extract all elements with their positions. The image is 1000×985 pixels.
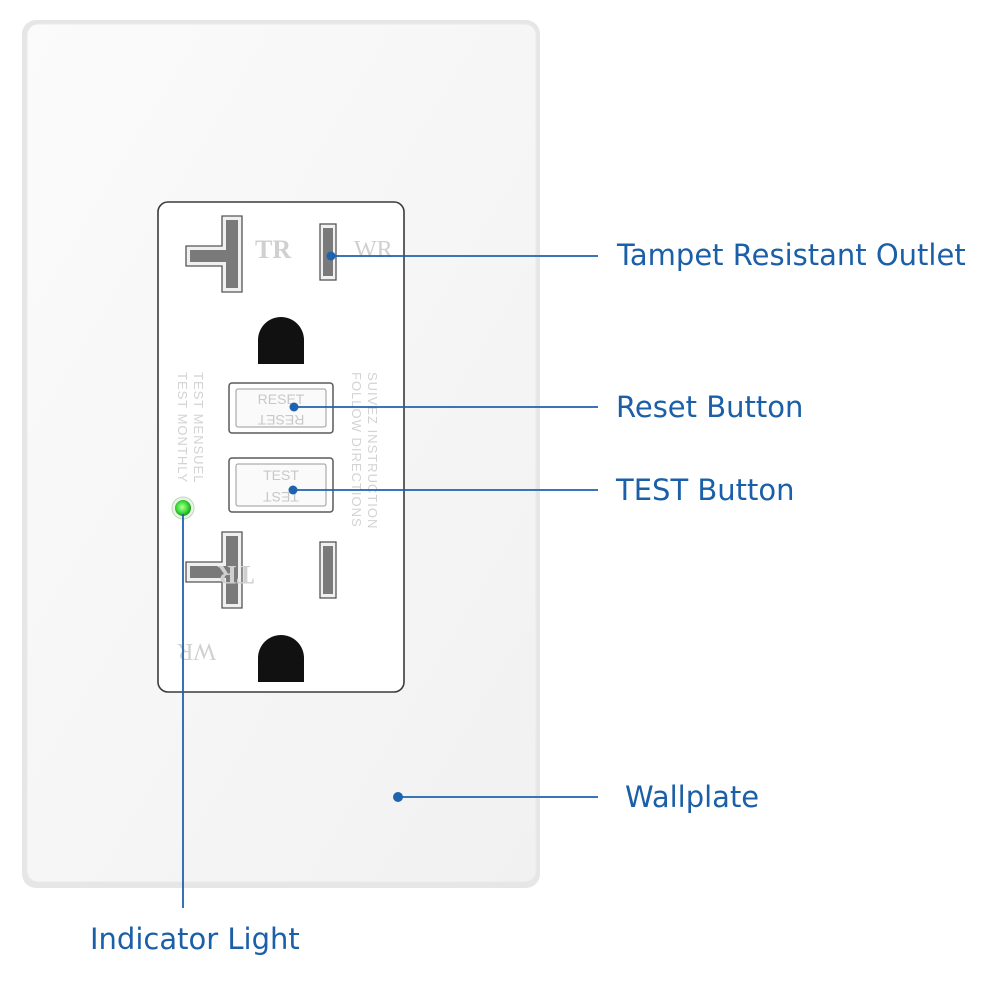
reset-button-cap[interactable] [235,388,327,428]
reset-label: Reset Button [616,390,804,424]
hot-slot-inner-lower [323,546,333,594]
neutral-slot-inner-lower [226,536,238,604]
ground-hole-lower [258,635,304,682]
test-button-cap[interactable] [235,463,327,507]
hot-slot-inner [323,228,333,276]
leader-lines [182,251,598,908]
outlet-label: Tampet Resistant Outlet [617,238,966,272]
left-engraving-2: TEST MENSUEL [191,372,206,483]
tr-mark-lower: TR [218,560,254,589]
dot-icon [326,251,336,261]
test-button-text: TEST [263,467,299,483]
led-dot-icon [175,500,191,516]
dot-icon [393,792,403,802]
indicator-label: Indicator Light [90,922,300,956]
neutral-slot-inner [226,220,238,288]
test-label: TEST Button [616,473,795,507]
dot-icon [288,485,298,495]
right-engraving-2: SUIVEZ INSTRUCTION [365,372,380,529]
receptacle: TR WR TEST MONTHLY TEST MENSUEL FOLLOW D… [157,201,405,693]
dot-icon [289,402,299,412]
left-engraving-1: TEST MONTHLY [175,372,190,483]
wr-mark: WR [354,237,393,263]
neutral-slot-arm-lower [190,566,226,578]
tr-mark: TR [255,235,291,264]
reset-button[interactable]: RESET RESET [228,382,334,434]
upper-outlet: TR WR [185,215,393,364]
ground-hole [258,317,304,364]
test-button[interactable]: TEST TEST [228,457,334,513]
wallplate-label: Wallplate [625,780,760,814]
neutral-slot-arm [190,250,226,262]
right-engraving-1: FOLLOW DIRECTIONS [349,372,364,528]
reset-button-text-inverted: RESET [257,412,304,428]
